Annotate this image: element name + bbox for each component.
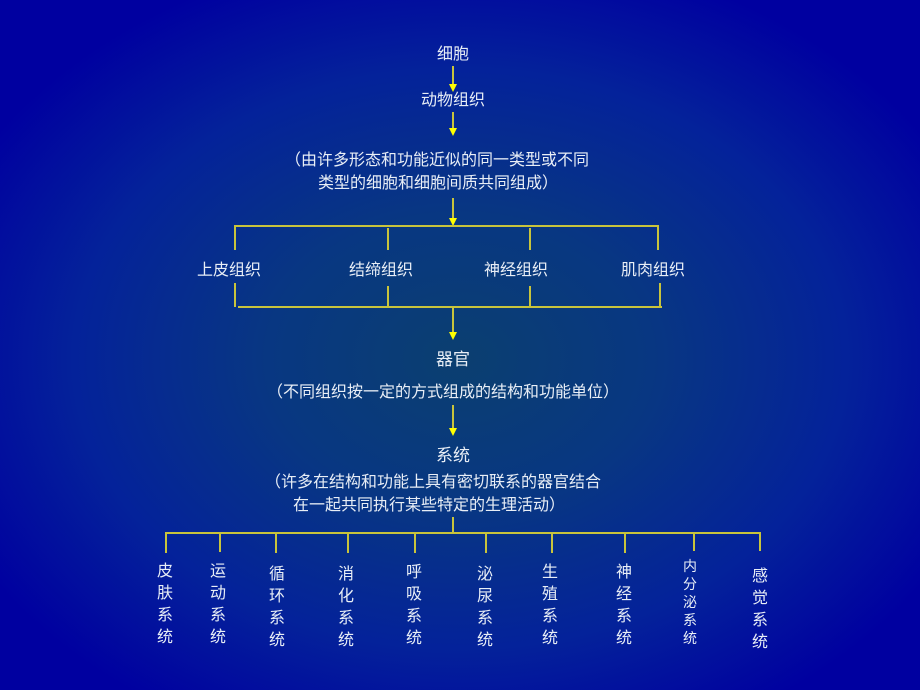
connector-line	[551, 534, 553, 553]
system-nervous: 神经系统	[615, 562, 632, 647]
arrow-down-icon	[449, 218, 457, 226]
system-circulatory: 循环系统	[268, 564, 285, 649]
system-endocrine: 内分泌系统	[683, 559, 697, 647]
connector-line	[219, 533, 221, 552]
arrow-down-icon	[449, 332, 457, 340]
connector-line	[414, 534, 416, 553]
connector-line	[693, 532, 695, 551]
organ-description: （不同组织按一定的方式组成的结构和功能单位）	[267, 382, 620, 401]
tissue-description-line2: 类型的细胞和细胞间质共同组成）	[318, 173, 559, 192]
node-system: 系统	[436, 446, 470, 466]
connector-line	[452, 405, 454, 429]
system-reproductive: 生殖系统	[541, 562, 558, 647]
connector-line	[485, 534, 487, 553]
tissue-bracket-bottom	[238, 306, 662, 308]
arrow-down-icon	[449, 128, 457, 136]
connector-line	[234, 225, 236, 250]
tissue-nervous: 神经组织	[484, 260, 549, 279]
connector-line	[275, 534, 277, 553]
system-skin: 皮肤系统	[156, 561, 173, 646]
systems-bracket	[165, 532, 760, 534]
connector-line	[529, 286, 531, 307]
system-description-line1: （许多在结构和功能上具有密切联系的器官结合	[265, 472, 602, 491]
system-description-line2: 在一起共同执行某些特定的生理活动）	[293, 495, 566, 514]
tissue-muscle: 肌肉组织	[621, 260, 686, 279]
node-animal-tissue: 动物组织	[420, 90, 486, 109]
arrow-down-icon	[449, 84, 457, 92]
connector-line	[234, 283, 236, 307]
system-sensory: 感觉系统	[751, 566, 768, 651]
arrow-down-icon	[449, 428, 457, 436]
system-urinary: 泌尿系统	[476, 564, 493, 649]
connector-line	[387, 228, 389, 250]
connector-line	[452, 517, 454, 532]
connector-line	[624, 534, 626, 553]
tissue-description-line1: （由许多形态和功能近似的同一类型或不同	[285, 150, 590, 169]
node-cell: 细胞	[436, 44, 470, 63]
connector-line	[165, 533, 167, 553]
connector-line	[387, 286, 389, 307]
connector-line	[452, 307, 454, 333]
tissue-connective: 结缔组织	[349, 260, 414, 279]
connector-line	[452, 112, 454, 130]
connector-line	[452, 198, 454, 220]
node-organ: 器官	[436, 350, 470, 370]
connector-line	[529, 228, 531, 250]
connector-line	[657, 225, 659, 250]
connector-line	[452, 66, 454, 86]
connector-line	[659, 283, 661, 307]
system-respiratory: 呼吸系统	[405, 562, 422, 647]
tissue-epithelial: 上皮组织	[197, 260, 262, 279]
system-locomotor: 运动系统	[209, 561, 226, 646]
connector-line	[759, 532, 761, 551]
system-digestive: 消化系统	[337, 564, 354, 649]
connector-line	[347, 534, 349, 553]
tissue-bracket-top	[234, 225, 659, 227]
